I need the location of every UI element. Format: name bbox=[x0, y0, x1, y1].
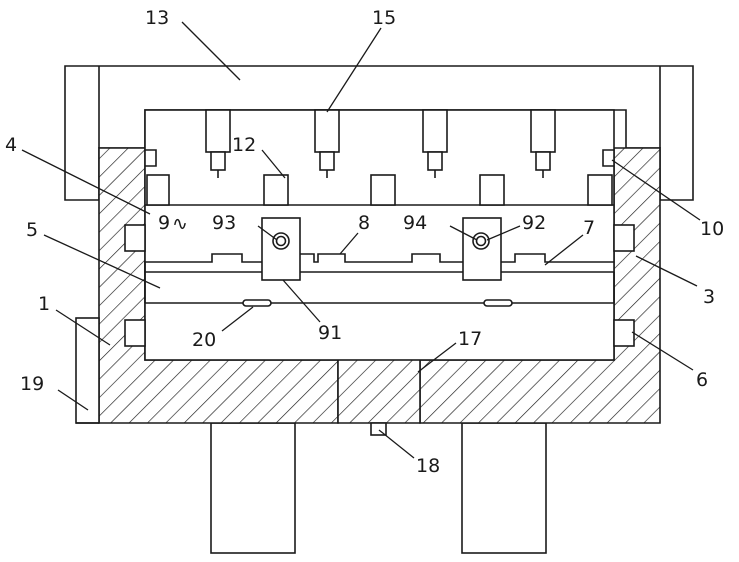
label-13: 13 bbox=[145, 7, 169, 29]
label-1: 1 bbox=[38, 293, 50, 315]
right-support-leg bbox=[462, 423, 546, 553]
spring-left bbox=[243, 300, 271, 306]
label-6: 6 bbox=[696, 369, 708, 391]
right-lower-slide bbox=[614, 320, 634, 346]
left-lower-slide bbox=[125, 320, 145, 346]
label-92: 92 bbox=[522, 212, 546, 234]
right-upper-slide bbox=[614, 225, 634, 251]
label-7: 7 bbox=[583, 217, 595, 239]
tooth-1 bbox=[147, 175, 169, 205]
tooth-3 bbox=[371, 175, 395, 205]
label-3: 3 bbox=[703, 286, 715, 308]
leader-18 bbox=[379, 430, 414, 458]
left-upper-slide bbox=[125, 225, 145, 251]
label-20: 20 bbox=[192, 329, 216, 351]
label-4: 4 bbox=[5, 134, 17, 156]
spring-right bbox=[484, 300, 512, 306]
tooth-4 bbox=[480, 175, 504, 205]
label-5: 5 bbox=[26, 219, 38, 241]
label-10: 10 bbox=[700, 218, 724, 240]
label-94: 94 bbox=[403, 212, 427, 234]
label-17: 17 bbox=[458, 328, 482, 350]
label-12: 12 bbox=[232, 134, 256, 156]
left-support-leg bbox=[211, 423, 295, 553]
side-bracket bbox=[76, 318, 99, 423]
label-18: 18 bbox=[416, 455, 440, 477]
label-91: 91 bbox=[318, 322, 342, 344]
label-15: 15 bbox=[372, 7, 396, 29]
label-19: 19 bbox=[20, 373, 44, 395]
wave-symbol-9: ∿ bbox=[172, 213, 188, 235]
label-8: 8 bbox=[358, 212, 370, 234]
label-93: 93 bbox=[212, 212, 236, 234]
tooth-5 bbox=[588, 175, 612, 205]
label-9: 9 bbox=[158, 212, 170, 234]
tooth-2 bbox=[264, 175, 288, 205]
